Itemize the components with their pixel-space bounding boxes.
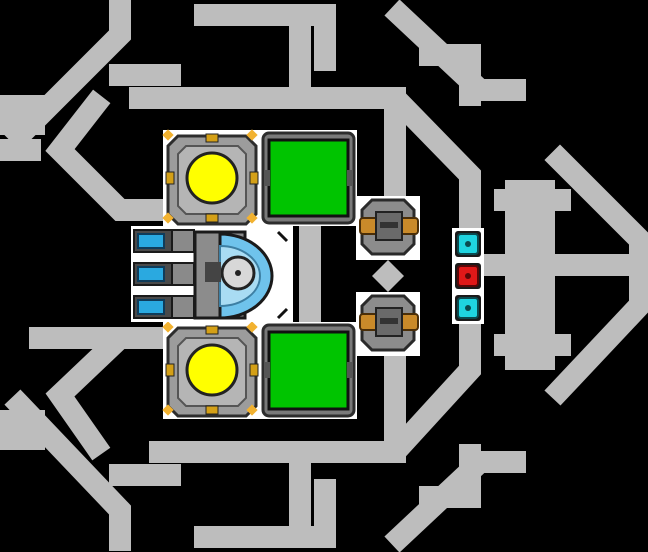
reactor-core-icon	[185, 151, 239, 205]
right-dock-panel	[505, 180, 555, 370]
thruster-nozzle-icon	[137, 266, 165, 282]
cargo-bay-top[interactable]	[260, 130, 357, 226]
cargo-bay-bottom[interactable]	[260, 322, 357, 419]
thruster-nozzle-icon	[137, 233, 165, 249]
thruster-nozzle-icon	[137, 299, 165, 315]
cargo-hatch-icon	[267, 330, 350, 411]
signal-node-top[interactable]	[452, 228, 484, 260]
signal-node-middle[interactable]	[452, 260, 484, 292]
thruster-module-3[interactable]	[133, 295, 195, 319]
cargo-hatch-icon	[267, 138, 350, 218]
cockpit-module[interactable]	[193, 230, 289, 320]
reactor-core-icon	[185, 343, 239, 397]
turret-module-top[interactable]	[356, 196, 420, 260]
left-wing-panel-top	[0, 95, 45, 135]
reactor-module-bottom[interactable]	[162, 321, 260, 419]
junction-diamond	[372, 260, 404, 292]
reactor-module-top[interactable]	[162, 129, 260, 226]
thruster-module-1[interactable]	[133, 229, 195, 253]
left-wing-panel-bottom	[0, 410, 45, 450]
turret-module-bottom[interactable]	[356, 292, 420, 356]
signal-node-bottom[interactable]	[452, 292, 484, 324]
thruster-module-2[interactable]	[133, 262, 195, 286]
